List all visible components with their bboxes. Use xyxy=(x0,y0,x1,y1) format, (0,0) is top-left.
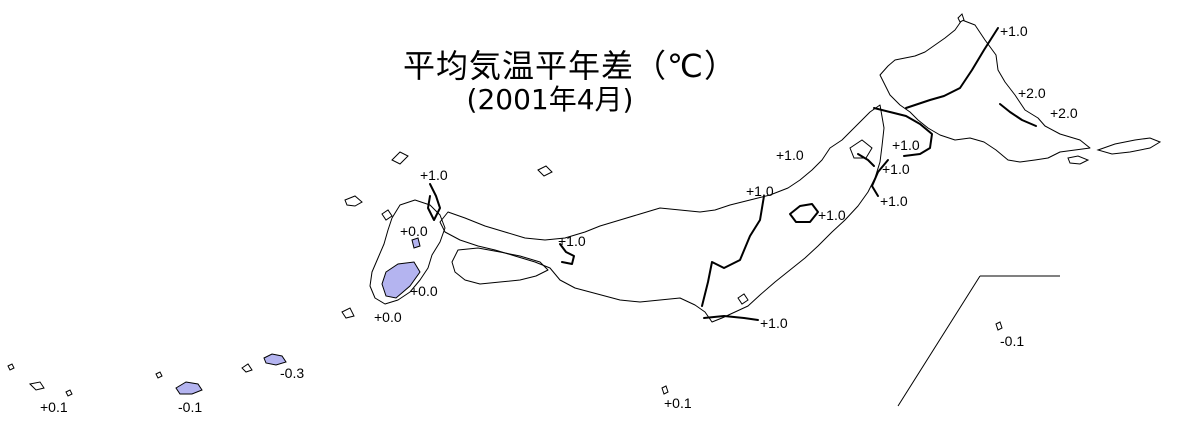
label-kyushu-north: +1.0 xyxy=(420,167,448,183)
label-tokai: +1.0 xyxy=(760,315,788,331)
isotherm-hokkaido-north xyxy=(905,27,999,109)
label-kyushu-south: +0.0 xyxy=(410,283,438,299)
isotherm-kyushu-north xyxy=(427,183,441,221)
sado-island xyxy=(849,139,873,159)
honshu-coastline xyxy=(439,104,885,323)
small-island-c xyxy=(155,371,163,379)
label-minamitori: -0.1 xyxy=(1000,333,1025,349)
ishigaki-island xyxy=(28,381,45,391)
rishiri-island xyxy=(957,13,965,23)
label-kyushu-southwest: +0.0 xyxy=(374,309,402,325)
kuril-island xyxy=(1096,137,1162,155)
isotherm-hokkaido-east xyxy=(999,103,1037,127)
inset-frame xyxy=(897,275,1060,407)
tsushima-island xyxy=(391,151,409,165)
label-sakishima: +0.1 xyxy=(40,399,68,415)
label-tohoku-west: +1.0 xyxy=(776,147,804,163)
isotherm-tohoku-north xyxy=(873,107,933,157)
isotherm-kyushu-south-region xyxy=(381,261,421,299)
label-chubu: +1.0 xyxy=(746,183,774,199)
iki-island xyxy=(381,209,393,221)
label-kanto: +1.0 xyxy=(818,207,846,223)
label-tohoku-1: +1.0 xyxy=(892,137,920,153)
label-kyushu-west: +0.0 xyxy=(400,223,428,239)
map-title-sub: (2001年4月) xyxy=(466,83,634,116)
miyako-island xyxy=(175,381,203,395)
isotherm-tohoku-middle xyxy=(857,153,875,167)
kyushu-coastline xyxy=(369,199,446,305)
kuril-island-2 xyxy=(1067,155,1090,165)
map-title-main: 平均気温平年差（℃） xyxy=(403,47,737,85)
yonaguni-island xyxy=(7,363,15,371)
minamitori-island xyxy=(995,321,1003,331)
isotherm-kanto-loop xyxy=(789,203,819,223)
hokkaido-coastline xyxy=(879,19,1091,163)
label-okinawa-main: -0.3 xyxy=(280,365,305,381)
label-okinawa-south: -0.1 xyxy=(178,399,203,415)
okinawa-main-island xyxy=(263,353,287,366)
label-hokkaido-east-1: +2.0 xyxy=(1018,85,1046,101)
koshiki-island xyxy=(341,307,355,319)
oki-island xyxy=(537,165,553,177)
label-hokkaido-east-2: +2.0 xyxy=(1050,105,1078,121)
ogasawara-island xyxy=(661,385,669,395)
label-ogasawara: +0.1 xyxy=(664,395,692,411)
small-island-w xyxy=(65,389,73,397)
isotherm-chubu xyxy=(701,195,765,307)
label-hokkaido-north: +1.0 xyxy=(1000,23,1028,39)
shikoku-coastline xyxy=(451,247,549,285)
amami-island xyxy=(241,363,253,373)
goto-island xyxy=(344,195,363,207)
label-tohoku-3: +1.0 xyxy=(880,193,908,209)
label-tohoku-2: +1.0 xyxy=(882,161,910,177)
isotherm-tokai xyxy=(703,315,759,321)
isotherm-kinki xyxy=(559,243,575,265)
isotherm-kyushu-west-loop xyxy=(411,237,421,249)
map-title: 平均気温平年差（℃） (2001年4月) xyxy=(390,48,750,116)
isotherm-tohoku-south xyxy=(871,159,889,197)
izu-island xyxy=(737,293,749,305)
label-kinki: +1.0 xyxy=(558,233,586,249)
